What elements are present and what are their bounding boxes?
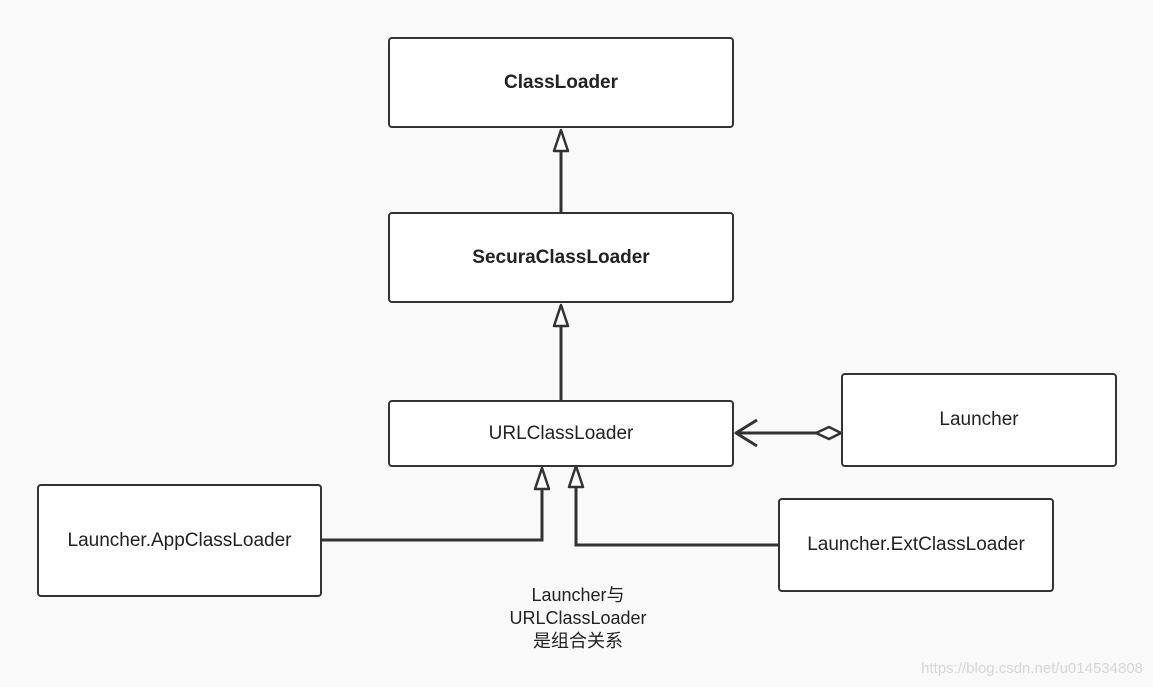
node-label: Launcher.AppClassLoader [67, 529, 292, 551]
inheritance-arrowhead-icon [552, 128, 570, 153]
node-secureclassloader: SecuraClassLoader [388, 212, 734, 303]
inheritance-arrowhead-icon [552, 303, 570, 328]
node-label: Launcher.ExtClassLoader [807, 534, 1025, 555]
note-line-2: URLClassLoader [509, 608, 647, 628]
open-arrowhead-icon [734, 418, 758, 448]
edge-app-to-url [321, 489, 544, 542]
node-label: Launcher [939, 409, 1019, 430]
inheritance-arrowhead-icon [533, 466, 551, 491]
note-line-3: 是组合关系 [533, 631, 623, 651]
node-label: URLClassLoader [488, 422, 634, 444]
watermark-text: https://blog.csdn.net/u014534808 [921, 660, 1143, 677]
composition-note: Launcher与 URLClassLoader 是组合关系 [490, 584, 666, 653]
node-launcher: Launcher [841, 373, 1117, 467]
node-extclassloader: Launcher.ExtClassLoader [778, 498, 1054, 592]
node-classloader: ClassLoader [388, 37, 734, 128]
node-urlclassloader: URLClassLoader [388, 400, 734, 467]
inheritance-arrowhead-icon [567, 464, 585, 489]
node-appclassloader: Launcher.AppClassLoader [37, 484, 322, 597]
node-label: SecuraClassLoader [472, 246, 650, 268]
aggregation-diamond-icon [814, 425, 843, 441]
note-line-1: Launcher与 [531, 585, 625, 605]
node-label: ClassLoader [503, 71, 619, 93]
edge-ext-to-url [574, 487, 778, 547]
